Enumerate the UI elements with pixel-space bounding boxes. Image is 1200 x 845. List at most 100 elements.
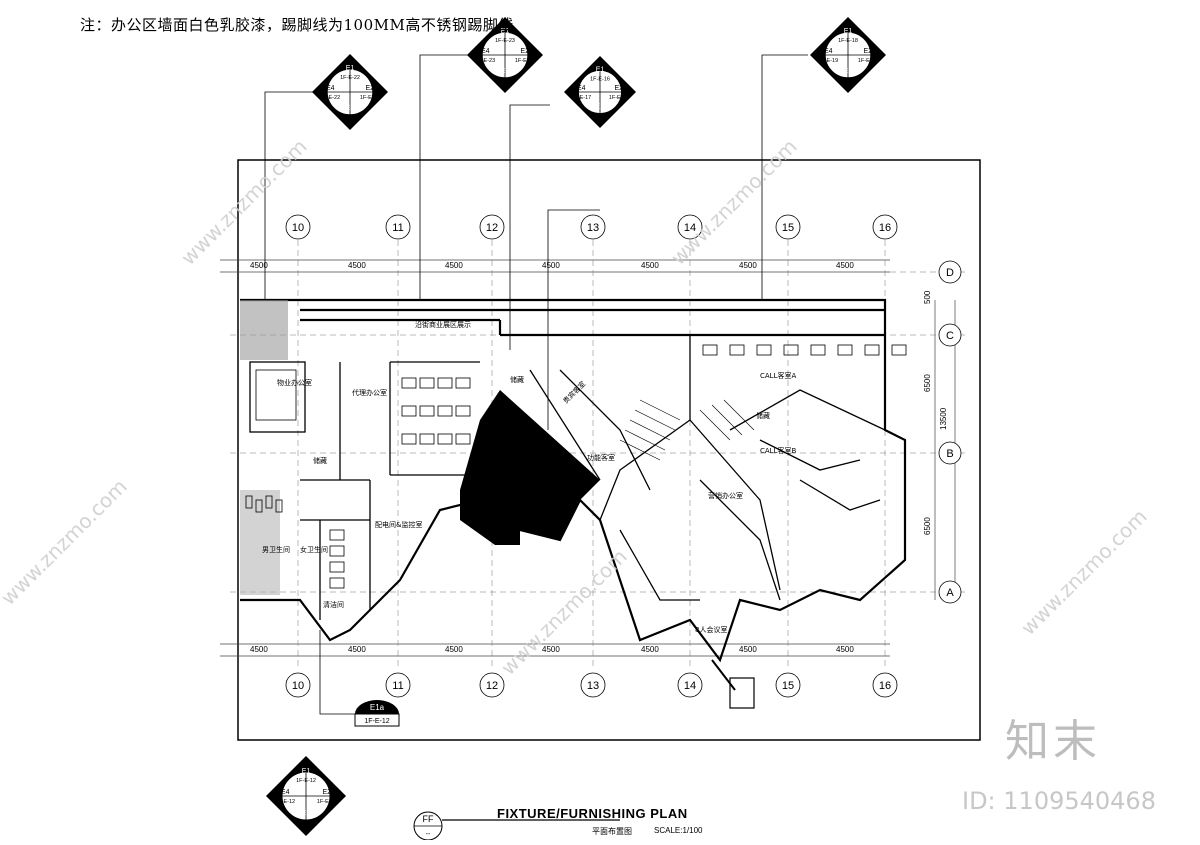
grid-bubble-col	[580, 672, 606, 698]
elevation-ref: 1F-E-12	[296, 820, 316, 826]
elevation-code: E1	[302, 768, 311, 775]
grid-row-label: A	[946, 587, 954, 599]
room-label-meeting: 8人会议室	[695, 625, 727, 634]
grid-row-label: C	[946, 330, 954, 342]
elevation-code: E2	[365, 85, 374, 92]
desk	[783, 344, 799, 356]
elevation-ref: 1F-E-19	[818, 58, 838, 64]
room-label-cleaning: 清洁间	[323, 600, 344, 609]
grid-col-label: 15	[782, 680, 794, 692]
elevation-code: E4	[577, 85, 586, 92]
elevation-ref: 1F-E-22	[320, 95, 340, 101]
grid-col-label: 13	[587, 680, 599, 692]
sheet-ref-sub: --	[426, 831, 431, 838]
dim-text-bottom: 4500	[739, 645, 757, 654]
bottom-stem	[711, 659, 736, 691]
elevation-code: E1	[596, 66, 605, 73]
elevation-ref: 1F-E-23	[495, 38, 515, 44]
sheet-ref-label: FF	[423, 814, 434, 824]
dim-text-right: 6500	[923, 517, 932, 535]
dim-text-top: 4500	[542, 261, 560, 270]
grid-bubble-col	[479, 214, 505, 240]
elevation-code: E3	[844, 68, 853, 75]
grid-bubble-row	[938, 580, 962, 604]
toilet-stall	[329, 529, 345, 541]
elevation-ref: 1F-E-19	[838, 78, 858, 84]
dim-text-top: 4500	[445, 261, 463, 270]
room-label-storage4: 储藏	[756, 411, 770, 420]
desk	[837, 344, 853, 356]
desk	[729, 344, 745, 356]
elevation-tag-e1a: E1a 1F-E-12	[354, 700, 400, 727]
elevation-code: E4	[481, 48, 490, 55]
hatched-area	[240, 300, 288, 360]
bottom-box	[729, 677, 755, 709]
elevation-code: E3	[501, 68, 510, 75]
elevation-ref: 1F-E-12	[275, 799, 295, 805]
grid-bubble-row	[938, 323, 962, 347]
room-label-vip1: 贵宾客室	[561, 379, 587, 405]
desk	[702, 344, 718, 356]
elevation-code: E1	[501, 28, 510, 35]
elevation-ref: 1F-E-23	[475, 58, 495, 64]
desk	[455, 377, 471, 389]
room-label-storage2: 储藏	[510, 375, 524, 384]
elevation-code: E2	[863, 48, 872, 55]
desk	[419, 433, 435, 445]
sheet-ref-bubble: FF --	[413, 811, 620, 841]
dim-text-top: 4500	[836, 261, 854, 270]
dimension-texts: 4500450045004500450045004500450045004500…	[250, 261, 948, 654]
room-label-vip2: 功能客室	[587, 453, 615, 462]
grid-bubble-col	[385, 672, 411, 698]
desk	[419, 377, 435, 389]
dim-text-bottom: 4500	[348, 645, 366, 654]
room-label-corridor: 沿街商业展区展示	[415, 320, 471, 329]
elevation-code: E1	[346, 65, 355, 72]
elevation-tags: E11F-E-22E21F-E-22E31F-E-22E41F-E-22E11F…	[266, 17, 886, 836]
room-label-agent_office: 代理办公室	[352, 388, 387, 397]
grid-col-label: 14	[684, 680, 696, 692]
elevation-code: E2	[614, 85, 623, 92]
room-label-sales_office: 营销办公室	[708, 491, 743, 500]
watermark-id: ID: 1109540468	[962, 787, 1156, 815]
grid-bubble-row	[938, 441, 962, 465]
grid-row-label: D	[946, 267, 954, 279]
grid-row-label: B	[946, 448, 953, 460]
grid-col-label: 12	[486, 222, 498, 234]
watermark-brand: 知末	[1005, 716, 1101, 767]
toilet-stall	[329, 545, 345, 557]
grid-col-label: 16	[879, 222, 891, 234]
room-label-property_office: 物业办公室	[277, 378, 312, 387]
room-label-female_wc: 女卫生间	[300, 545, 328, 554]
meeting-table	[255, 369, 297, 421]
elevation-ref: 1F-E-12	[296, 778, 316, 784]
dim-text-top: 4500	[641, 261, 659, 270]
elevation-ref: 1F-E-22	[360, 95, 380, 101]
plan-scale: SCALE:1/100	[654, 826, 703, 835]
grid-bubble-col	[385, 214, 411, 240]
grid-bubble-col	[775, 672, 801, 698]
elevation-code: E3	[596, 104, 605, 111]
room-label-male_wc: 男卫生间	[262, 545, 290, 554]
elevation-code: E2	[520, 48, 529, 55]
grid-col-label: 10	[292, 222, 304, 234]
grid-bubble-col	[872, 672, 898, 698]
elevation-ref: 1F-E-16	[609, 95, 629, 101]
structural-core	[460, 390, 600, 545]
desk	[864, 344, 880, 356]
dim-text-right: 6500	[923, 374, 932, 392]
desk	[810, 344, 826, 356]
grid-bubble-col	[677, 672, 703, 698]
dim-text-top: 4500	[250, 261, 268, 270]
interior-walls	[249, 335, 886, 620]
grid-bubble-col	[580, 214, 606, 240]
desk	[756, 344, 772, 356]
desk	[455, 405, 471, 417]
toilet-stall	[265, 495, 273, 509]
sheet-border	[237, 159, 981, 741]
desk	[401, 405, 417, 417]
elevation-code: E3	[302, 810, 311, 817]
